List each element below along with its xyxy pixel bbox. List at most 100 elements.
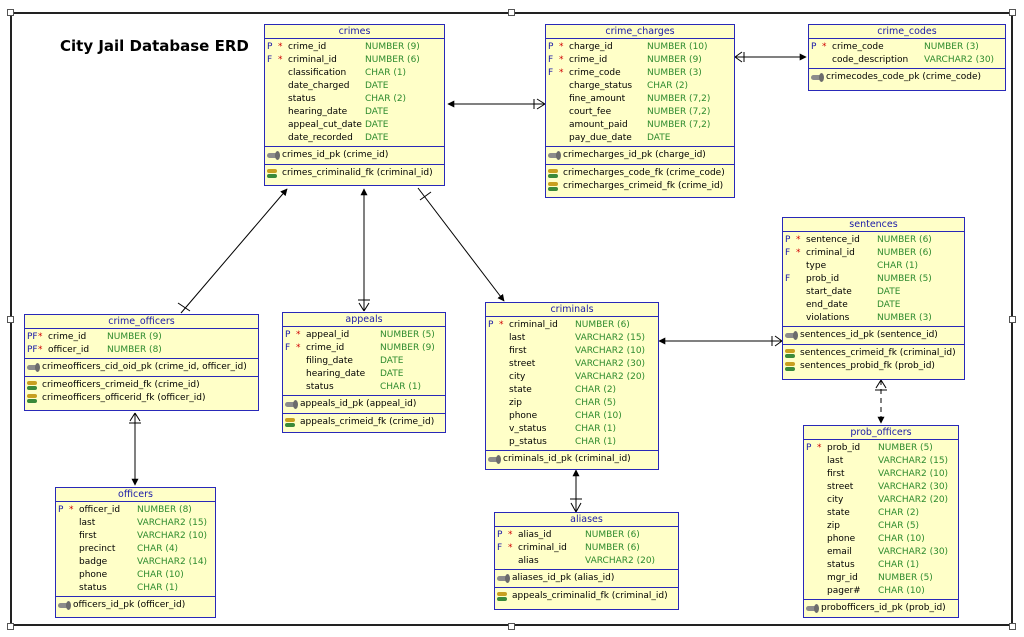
rel-appeals-to-crimes[interactable]	[358, 188, 370, 312]
resize-handle-middle-right[interactable]	[1009, 316, 1016, 323]
table-header[interactable]: crime_officers	[25, 315, 258, 329]
primary-key-constraint[interactable]: aliases_id_pk (alias_id)	[495, 572, 678, 585]
table-header[interactable]: aliases	[495, 513, 678, 527]
table-header[interactable]: prob_officers	[804, 426, 958, 440]
foreign-key-constraint[interactable]: crimecharges_code_fk (crime_code)	[546, 167, 734, 180]
rel-crimes-to-criminals[interactable]	[417, 187, 505, 302]
resize-handle-top-right[interactable]	[1009, 9, 1016, 16]
primary-key-constraint[interactable]: crimecharges_id_pk (charge_id)	[546, 149, 734, 162]
foreign-key-constraint[interactable]: sentences_probid_fk (prob_id)	[783, 360, 964, 373]
resize-handle-bottom-center[interactable]	[508, 623, 515, 630]
rel-sentences-to-criminals[interactable]	[658, 335, 783, 347]
column-row[interactable]: pager#CHAR (10)	[804, 585, 958, 598]
table-header[interactable]: crime_codes	[809, 25, 1005, 39]
primary-key-constraint[interactable]: crimes_id_pk (crime_id)	[265, 149, 444, 162]
foreign-key-constraint[interactable]: crimes_criminalid_fk (criminal_id)	[265, 167, 444, 180]
foreign-key-constraint[interactable]: appeals_criminalid_fk (criminal_id)	[495, 590, 678, 603]
foreign-key-constraint[interactable]: crimeofficers_crimeid_fk (crime_id)	[25, 379, 258, 392]
foreign-key-constraint[interactable]: crimecharges_crimeid_fk (crime_id)	[546, 180, 734, 193]
table-header[interactable]: crime_charges	[546, 25, 734, 39]
primary-key-constraint[interactable]: sentences_id_pk (sentence_id)	[783, 329, 964, 342]
rel-crimeofficers-to-officers[interactable]	[129, 412, 141, 486]
foreign-key-constraint[interactable]: sentences_crimeid_fk (criminal_id)	[783, 347, 964, 360]
rel-sentences-to-probofficers[interactable]	[875, 379, 887, 424]
table-header[interactable]: officers	[56, 488, 215, 502]
foreign-key-constraint[interactable]: appeals_crimeid_fk (crime_id)	[283, 416, 445, 429]
table-header[interactable]: sentences	[783, 218, 964, 232]
primary-key-constraint[interactable]: officers_id_pk (officer_id)	[56, 599, 215, 612]
table-header[interactable]: crimes	[265, 25, 444, 39]
table-header[interactable]: appeals	[283, 313, 445, 327]
rel-crimeofficers-to-crimes[interactable]	[177, 188, 288, 314]
resize-handle-bottom-right[interactable]	[1009, 623, 1016, 630]
resize-handle-bottom-left[interactable]	[7, 623, 14, 630]
resize-handle-top-left[interactable]	[7, 9, 14, 16]
rel-aliases-to-criminals[interactable]	[570, 469, 582, 513]
rel-crimecharges-to-crimecodes[interactable]	[734, 51, 807, 63]
primary-key-constraint[interactable]: probofficers_id_pk (prob_id)	[804, 602, 958, 615]
